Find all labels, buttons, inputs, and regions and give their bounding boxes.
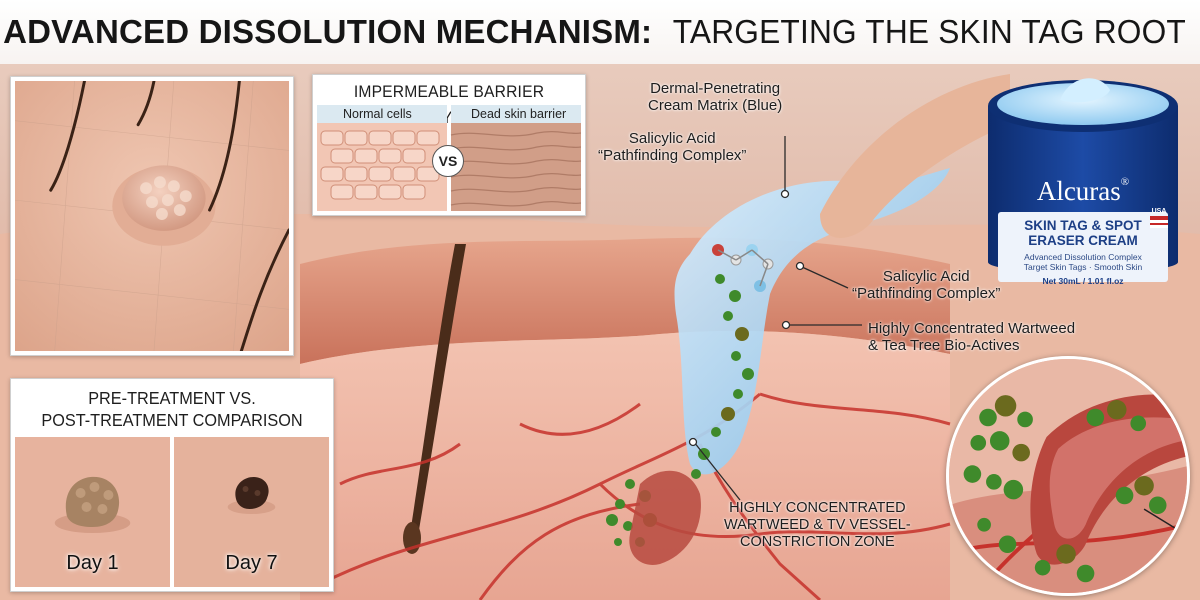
day-7-photo: Day 7 — [174, 437, 329, 587]
product-name-line2: ERASER CREAM — [1028, 233, 1138, 248]
constriction-zone-callout: HIGHLY CONCENTRATED WARTWEED & TV VESSEL… — [724, 500, 911, 551]
barrier-comparison-image: Normal cells Dead skin barrier VS — [317, 105, 581, 211]
normal-cells-label: Normal cells — [343, 107, 412, 121]
product-name-line1: SKIN TAG & SPOT — [1024, 218, 1142, 233]
title-banner: ADVANCED DISSOLUTION MECHANISM: TARGETIN… — [0, 0, 1200, 64]
magnified-root-view — [946, 356, 1190, 596]
cream-matrix-callout: Dermal-Penetrating Cream Matrix (Blue) — [648, 80, 782, 114]
product-sub-line2: Target Skin Tags · Smooth Skin — [1023, 262, 1143, 272]
vs-badge: VS — [432, 145, 464, 177]
barrier-panel-title: IMPERMEABLE BARRIER LAYER — [353, 82, 545, 127]
product-brand-name: Alcuras — [1036, 176, 1121, 206]
zone-line3: CONSTRICTION ZONE — [740, 534, 895, 550]
skin-tag-closeup-panel — [10, 76, 294, 356]
comparison-title-line1: PRE-TREATMENT VS. — [88, 388, 256, 408]
salicylic-top-line1: Salicylic Acid — [628, 130, 716, 147]
product-sub-line1: Advanced Dissolution Complex — [1024, 252, 1142, 262]
zone-line2: WARTWEED & TV VESSEL- — [724, 517, 911, 533]
registered-mark: ® — [1120, 176, 1130, 188]
title-bold-text: ADVANCED DISSOLUTION MECHANISM: — [3, 13, 653, 50]
product-jar: Alcuras® USA SKIN TAG & SPOT ERASER CREA… — [980, 66, 1186, 286]
wartweed-line1: Highly Concentrated Wartweed — [868, 320, 1076, 337]
barrier-layer-panel: IMPERMEABLE BARRIER LAYER — [312, 74, 586, 216]
treatment-comparison-panel: PRE-TREATMENT VS. POST-TREATMENT COMPARI… — [10, 378, 334, 592]
zone-line1: HIGHLY CONCENTRATED — [729, 500, 906, 516]
salicylic-acid-callout-right: Salicylic Acid “Pathfinding Complex” — [852, 268, 1000, 302]
wartweed-line2: & Tea Tree Bio-Actives — [868, 337, 1020, 354]
day-1-label: Day 1 — [66, 552, 119, 574]
wartweed-callout: Highly Concentrated Wartweed & Tea Tree … — [868, 320, 1075, 354]
day-7-label: Day 7 — [225, 552, 278, 574]
product-subtitle: Advanced Dissolution Complex Target Skin… — [998, 252, 1168, 272]
day-1-photo: Day 1 — [15, 437, 170, 587]
salicylic-acid-callout-top: Salicylic Acid “Pathfinding Complex” — [598, 130, 746, 164]
salicylic-right-line2: “Pathfinding Complex” — [852, 285, 1001, 302]
comparison-images: Day 1 Day 7 — [15, 437, 329, 587]
comparison-title-line2: POST-TREATMENT COMPARISON — [41, 410, 303, 430]
product-brand: Alcuras® — [980, 176, 1186, 207]
usa-badge: USA — [1151, 208, 1167, 215]
salicylic-right-line1: Salicylic Acid — [882, 268, 970, 285]
cream-matrix-line1: Dermal-Penetrating — [650, 80, 781, 97]
dead-skin-barrier-label: Dead skin barrier — [471, 107, 567, 121]
cream-matrix-line2: Cream Matrix (Blue) — [648, 97, 783, 114]
title-light-text: TARGETING THE SKIN TAG ROOT — [672, 13, 1187, 50]
product-net-volume: Net 30mL / 1.01 fl.oz — [1042, 276, 1124, 286]
comparison-title: PRE-TREATMENT VS. POST-TREATMENT COMPARI… — [26, 383, 318, 437]
product-label: SKIN TAG & SPOT ERASER CREAM Advanced Di… — [998, 214, 1168, 286]
salicylic-top-line2: “Pathfinding Complex” — [598, 147, 747, 164]
product-name: SKIN TAG & SPOT ERASER CREAM — [998, 214, 1168, 248]
